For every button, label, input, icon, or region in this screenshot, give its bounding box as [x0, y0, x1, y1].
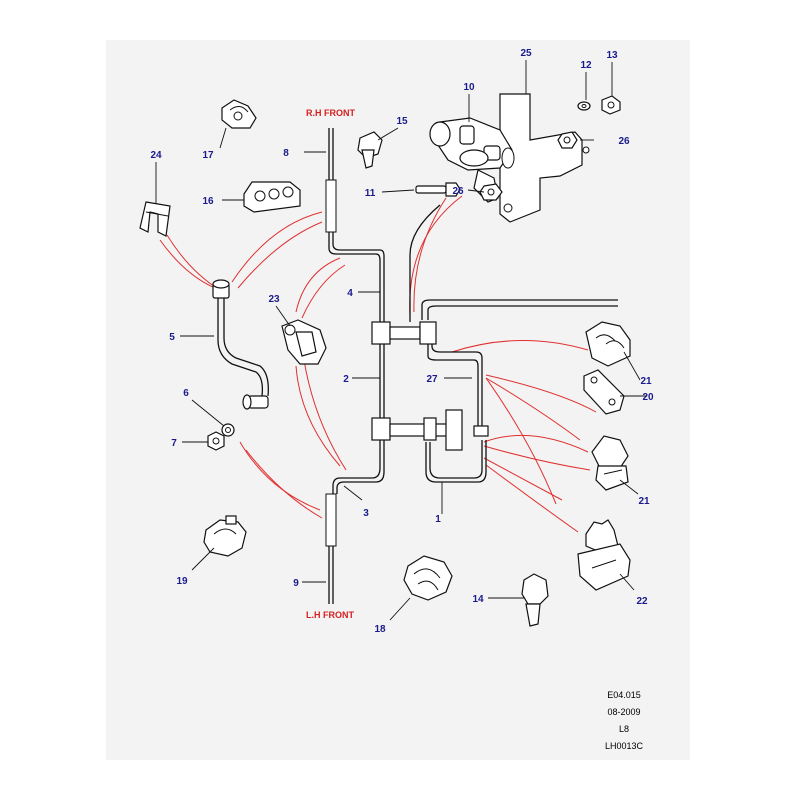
part-6-washer [221, 423, 235, 437]
callout-23: 23 [268, 294, 280, 305]
mounting-bracket-25 [499, 93, 583, 223]
pressure-valve-block [445, 409, 463, 451]
lower-tee-right [473, 425, 489, 437]
callout-17: 17 [202, 150, 214, 161]
drawing-code: LH0013C [605, 741, 644, 751]
pipe-runs [325, 128, 618, 604]
callout-18: 18 [374, 624, 386, 635]
part-5-flexible-hose [212, 279, 269, 410]
model-code: L8 [619, 724, 629, 734]
part-14-clip [521, 573, 549, 627]
callout-7: 7 [171, 438, 177, 449]
part-21-lower-clip [591, 435, 629, 491]
rh-front-label: R.H FRONT [306, 108, 355, 118]
upper-tee-bridge [389, 326, 421, 340]
callout-8: 8 [283, 148, 289, 159]
issue-date: 08-2009 [607, 707, 640, 717]
callout-14: 14 [472, 594, 484, 605]
callout-21-upper: 21 [640, 376, 652, 387]
part-24-spring-clip [139, 201, 171, 237]
callout-11: 11 [365, 188, 376, 199]
callout-10: 10 [463, 82, 475, 93]
callout-3: 3 [363, 508, 369, 519]
part-20-bracket [583, 369, 625, 415]
part-19-clip [203, 515, 247, 557]
part-16-clip [243, 181, 301, 213]
upper-tee-left [371, 321, 391, 345]
leader-lines [155, 60, 646, 621]
callout-20: 20 [642, 392, 654, 403]
part-22-clip [577, 519, 631, 591]
part-18-clip [403, 555, 453, 601]
callout-19: 19 [176, 576, 188, 587]
pipe-9-protective-sleeve [325, 493, 337, 547]
lower-tee-mid [423, 417, 437, 441]
callout-26-lower: 26 [452, 186, 464, 197]
callout-16: 16 [202, 196, 214, 207]
part-21-upper-clip [585, 321, 631, 367]
callout-12: 12 [580, 60, 592, 71]
callout-22: 22 [636, 596, 648, 607]
callout-25: 25 [520, 48, 532, 59]
callout-9: 9 [293, 578, 299, 589]
lower-tee-left [371, 417, 391, 441]
drawing-reference-block: E04.015 08-2009 L8 LH0013C [605, 690, 644, 751]
callout-5: 5 [169, 332, 175, 343]
callout-4: 4 [347, 288, 353, 299]
junction-blocks [371, 321, 489, 451]
reference-number: E04.015 [607, 690, 641, 700]
callout-1: 1 [435, 514, 441, 525]
master-cylinder-assembly [415, 93, 621, 223]
callout-13: 13 [606, 50, 618, 61]
upper-tee-right [419, 321, 437, 345]
part-17-clip [221, 99, 257, 129]
highlight-arcs [159, 195, 597, 533]
callout-21-lower: 21 [638, 496, 650, 507]
callout-2: 2 [343, 374, 349, 385]
lh-front-label: L.H FRONT [306, 610, 354, 620]
bolt-11 [415, 185, 447, 194]
part-15-clip [357, 131, 383, 169]
callout-26-upper: 26 [618, 136, 630, 147]
callout-15: 15 [396, 116, 408, 127]
callout-24: 24 [150, 150, 162, 161]
part-7-nut [207, 431, 225, 451]
callout-6: 6 [183, 388, 189, 399]
pipe-8-protective-sleeve [325, 179, 337, 233]
callout-27: 27 [426, 374, 438, 385]
part-23-grommet [281, 319, 327, 365]
